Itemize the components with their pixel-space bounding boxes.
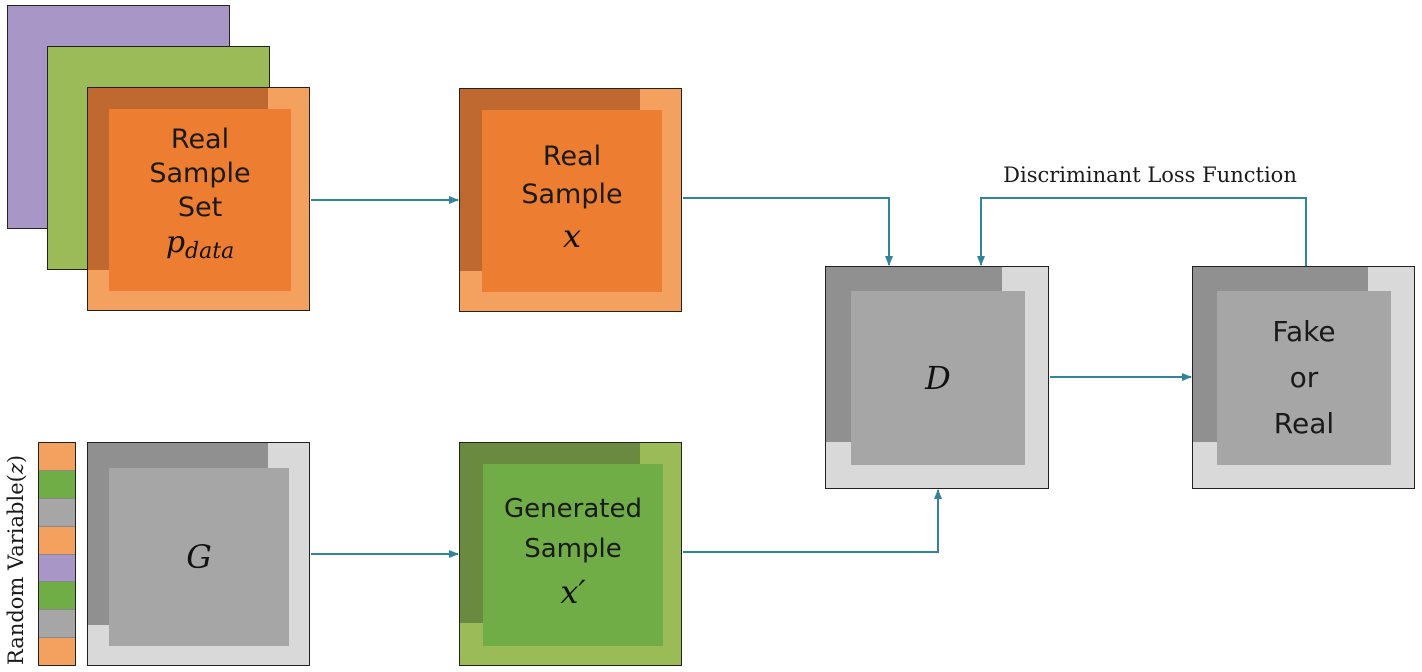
generated-sample-block: Generated Sample x′ xyxy=(459,442,682,666)
arrow-real-sample-to-d xyxy=(683,197,893,266)
discriminator-block: D xyxy=(825,266,1049,489)
random-variable-segment xyxy=(39,582,75,611)
discriminator-inner: D xyxy=(851,291,1025,465)
generated-sample-line-2: Sample xyxy=(524,534,622,564)
discriminator-symbol: D xyxy=(925,359,951,397)
output-inner: Fake or Real xyxy=(1217,291,1391,465)
random-variable-segment xyxy=(39,470,75,499)
generator-inner: G xyxy=(109,468,289,646)
random-variable-segment xyxy=(39,443,75,471)
output-line-2: or xyxy=(1289,361,1319,394)
output-line-3: Real xyxy=(1273,407,1335,440)
random-variable-segment xyxy=(39,554,75,583)
real-sample-set-symbol: pdata xyxy=(165,224,235,264)
generated-sample-inner: Generated Sample x′ xyxy=(483,464,663,646)
real-sample-line-1: Real xyxy=(542,141,602,172)
random-variable-segment xyxy=(39,526,75,555)
real-sample-set-block: Real Sample Set pdata xyxy=(87,87,310,311)
output-line-1: Fake xyxy=(1272,315,1336,348)
real-sample-set-inner: Real Sample Set pdata xyxy=(109,109,291,291)
generated-sample-line-1: Generated xyxy=(504,494,642,524)
real-sample-line-2: Sample xyxy=(521,179,623,210)
loss-function-label: Discriminant Loss Function xyxy=(1003,163,1297,187)
real-sample-set-line-3: Set xyxy=(177,191,223,223)
real-sample-symbol: x xyxy=(562,217,582,255)
random-variable-segment xyxy=(39,638,75,665)
arrow-generated-sample-to-d xyxy=(683,489,942,553)
real-sample-set-line-2: Sample xyxy=(149,157,251,189)
real-sample-set-subscript: data xyxy=(185,238,235,264)
generator-block: G xyxy=(87,442,310,666)
generator-symbol: G xyxy=(186,538,212,576)
real-sample-block: Real Sample x xyxy=(459,88,682,312)
random-variable-segment xyxy=(39,610,75,639)
real-sample-set-line-1: Real xyxy=(170,123,230,155)
output-block: Fake or Real xyxy=(1192,266,1415,489)
real-sample-inner: Real Sample x xyxy=(482,110,662,292)
random-variable-strip xyxy=(38,442,76,666)
generated-sample-symbol: x′ xyxy=(560,573,586,611)
arrow-loss-feedback xyxy=(977,197,1307,266)
random-variable-segment xyxy=(39,498,75,527)
